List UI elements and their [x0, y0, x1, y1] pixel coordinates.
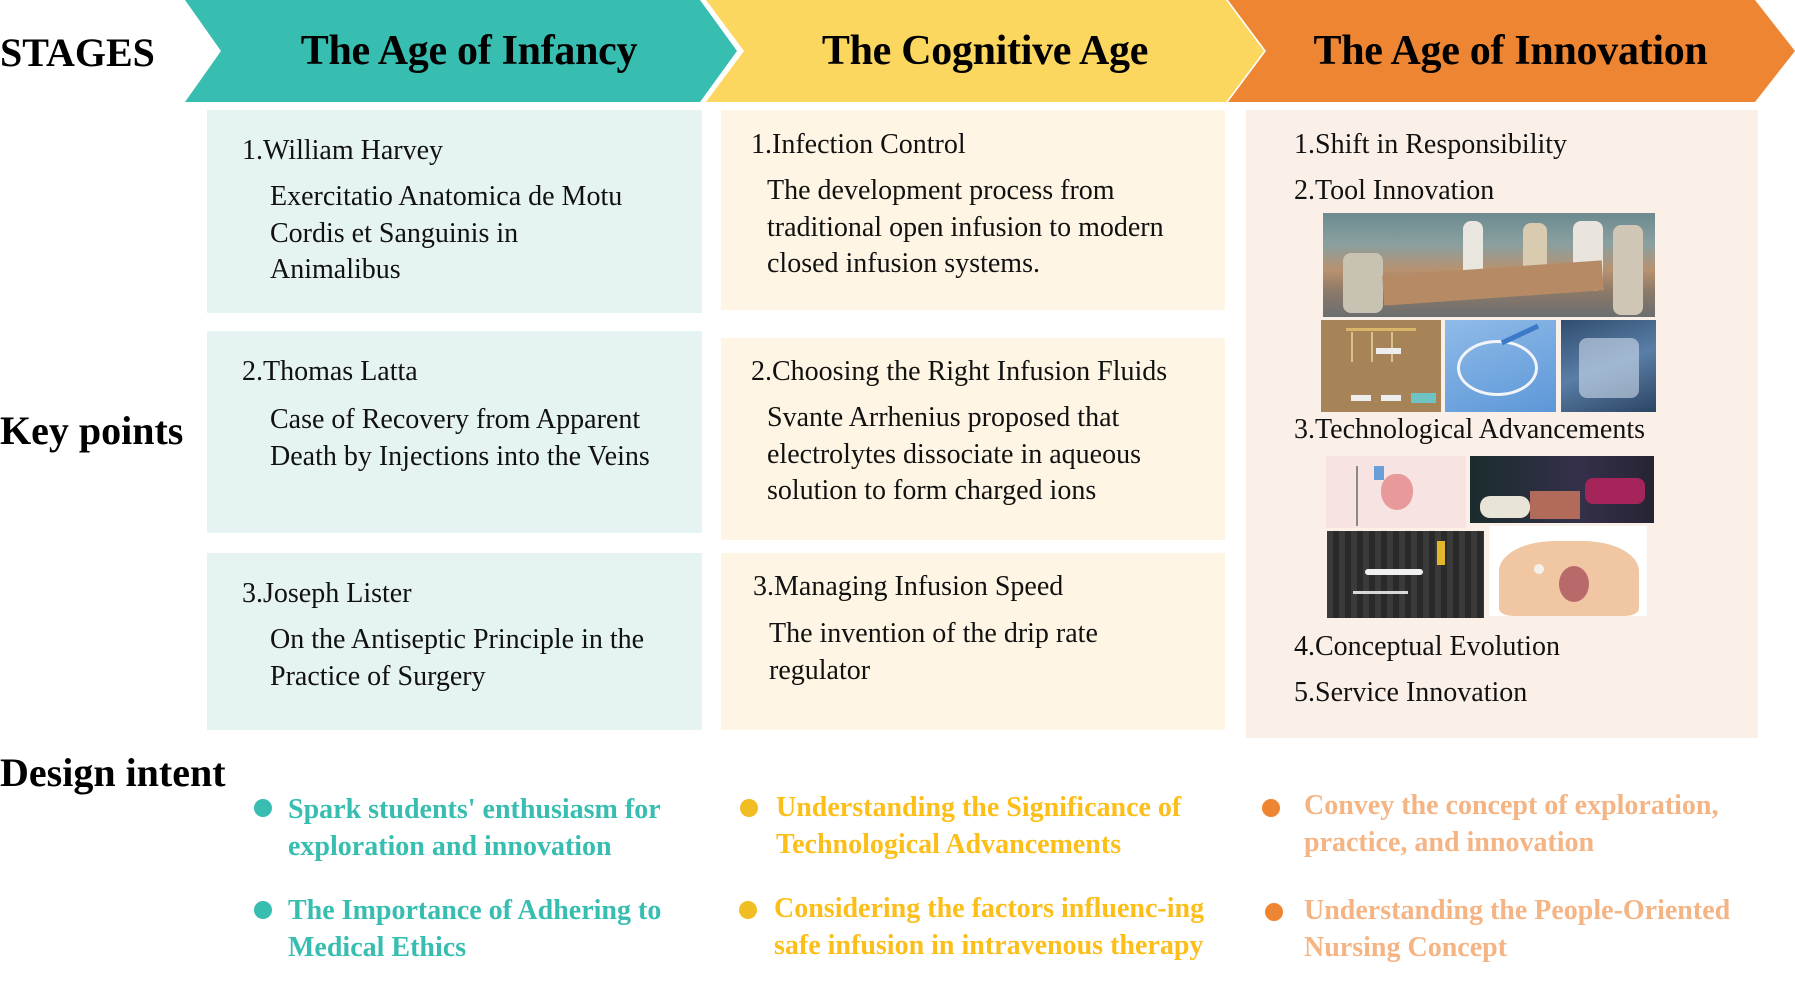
key-point-card: 1.William Harvey Exercitatio Anatomica d…	[207, 110, 702, 313]
stage-header-infancy: The Age of Infancy	[185, 0, 737, 102]
design-intent-item: Understanding the People-Oriented Nursin…	[1304, 895, 1731, 963]
design-intent-item: The Importance of Adhering to Medical Et…	[288, 895, 662, 963]
key-point-title: 3.Technological Advancements	[1294, 414, 1646, 445]
key-point-title: 2.Choosing the Right Infusion Fluids	[751, 356, 1168, 387]
hand-vein-illustration	[1470, 456, 1654, 523]
chevron-shape-orange	[1228, 0, 1795, 102]
key-point-card: 2.Choosing the Right Infusion Fluids Sva…	[721, 338, 1225, 540]
key-point-title: 3.Joseph Lister	[242, 578, 412, 609]
stage-header-innovation: The Age of Innovation	[1228, 0, 1795, 102]
surgery-team-photo	[1323, 213, 1655, 317]
bullet-dot-icon	[739, 901, 757, 919]
bullet-dot-icon	[254, 901, 272, 919]
stage-title: The Cognitive Age	[821, 28, 1149, 74]
key-point-title: 2.Tool Innovation	[1294, 175, 1495, 206]
stage-title: The Age of Infancy	[300, 28, 638, 74]
key-point-title: 1.William Harvey	[242, 135, 444, 166]
key-point-desc: The invention of the drip rate regulator	[769, 618, 1098, 686]
stage-title: The Age of Innovation	[1313, 28, 1708, 74]
key-points-label: Key points	[0, 408, 184, 453]
stages-label: STAGES	[0, 30, 155, 75]
chevron-shape-yellow	[706, 0, 1264, 102]
key-point-title: 3.Managing Infusion Speed	[753, 571, 1064, 602]
key-point-desc: The development process from traditional…	[767, 175, 1164, 279]
bullet-dot-icon	[1265, 903, 1283, 921]
key-point-title: 4.Conceptual Evolution	[1294, 631, 1560, 662]
bullet-dot-icon	[254, 799, 272, 817]
design-intent-label: Design intent	[0, 750, 226, 795]
key-point-title: 5.Service Innovation	[1294, 677, 1528, 708]
iv-bag-photo	[1561, 320, 1656, 412]
key-point-card: 2.Thomas Latta Case of Recovery from App…	[207, 331, 702, 533]
stage-header-cognitive: The Cognitive Age	[706, 0, 1264, 102]
key-point-desc: Case of Recovery from Apparent Death by …	[270, 404, 650, 472]
design-intent-item: Spark students' enthusiasm for explorati…	[288, 794, 661, 862]
key-point-title: 2.Thomas Latta	[242, 356, 418, 387]
early-needles-photo	[1321, 320, 1441, 412]
bullet-dot-icon	[1262, 799, 1280, 817]
key-point-title: 1.Infection Control	[751, 129, 966, 160]
key-point-desc: On the Antiseptic Principle in the Pract…	[270, 624, 645, 692]
design-intent-item: Understanding the Significance of Techno…	[776, 792, 1182, 860]
key-point-card: 1.Infection Control The development proc…	[721, 110, 1225, 310]
port-chest-illustration	[1489, 526, 1647, 616]
picc-line-diagram	[1326, 456, 1466, 528]
key-point-desc: Svante Arrhenius proposed that electroly…	[767, 402, 1141, 506]
chevron-shape-teal	[185, 0, 737, 102]
catheter-device-photo	[1327, 531, 1484, 618]
key-point-title: 1.Shift in Responsibility	[1294, 129, 1568, 160]
infusion-set-photo	[1445, 320, 1556, 412]
key-point-card: 3.Joseph Lister On the Antiseptic Princi…	[207, 553, 702, 730]
key-point-card-innovation: 1.Shift in Responsibility 2.Tool Innovat…	[1246, 110, 1758, 738]
key-point-card: 3.Managing Infusion Speed The invention …	[721, 553, 1225, 730]
key-point-desc: Exercitatio Anatomica de Motu Cordis et …	[270, 181, 623, 285]
design-intent-item: Convey the concept of exploration, pract…	[1304, 790, 1719, 858]
bullet-dot-icon	[740, 799, 758, 817]
design-intent-item: Considering the factors influenc-ing saf…	[774, 893, 1205, 961]
